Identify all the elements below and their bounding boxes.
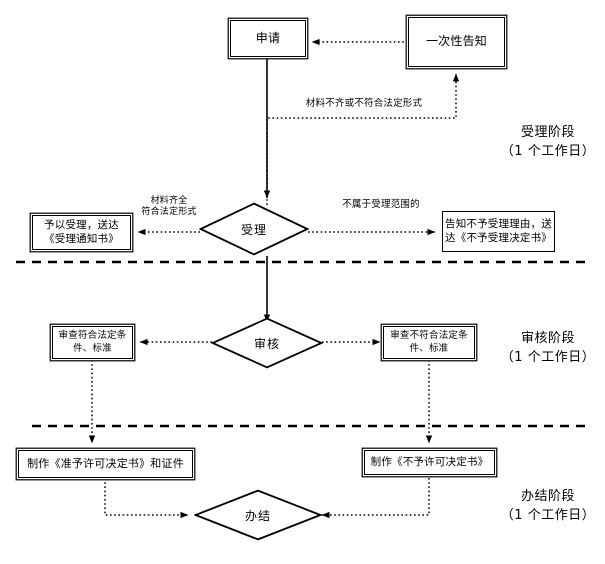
edge-approval-to-finish xyxy=(104,478,189,519)
node-accept-no-label: 告知不予受理理由，送 达《不予受理决定书》 xyxy=(445,218,552,244)
edge-label-incomplete-materials: 材料不齐或不符合法定形式 xyxy=(305,98,423,109)
node-review-pass[interactable]: 审查符合法定条 件、标准 xyxy=(52,326,133,359)
stage-finish-duration: （1 个工作日） xyxy=(500,507,596,523)
node-review-fail[interactable]: 审查不符合法定条 件、标准 xyxy=(383,326,475,359)
review-diamond-shape xyxy=(210,317,324,369)
stage-label-review: 审核阶段 （1 个工作日） xyxy=(496,330,600,368)
stage-accept-name: 受理阶段 xyxy=(520,125,575,140)
node-make-rejection-label: 制作《不予许可决定书》 xyxy=(370,455,489,468)
node-accept-yes-label: 予以受理，送达 《受理通知书》 xyxy=(44,219,119,245)
node-review-decision[interactable]: 审核 xyxy=(210,317,324,369)
node-review-pass-label: 审查符合法定条 件、标准 xyxy=(58,330,127,354)
stage-finish-name: 办结阶段 xyxy=(520,489,575,504)
node-apply[interactable]: 申请 xyxy=(230,20,306,57)
finish-diamond-shape xyxy=(193,489,323,541)
node-review-decision-label: 审核 xyxy=(253,336,280,351)
stage-review-name: 审核阶段 xyxy=(520,331,575,346)
node-one-time-notice-label: 一次性告知 xyxy=(425,34,487,49)
node-accept-yes[interactable]: 予以受理，送达 《受理通知书》 xyxy=(32,215,131,250)
edge-rejection-to-finish xyxy=(321,478,430,519)
node-accept-decision[interactable]: 受理 xyxy=(198,202,310,256)
accept-diamond-shape xyxy=(198,202,310,256)
node-make-approval[interactable]: 制作《准予许可决定书》和证件 xyxy=(18,450,193,478)
node-apply-label: 申请 xyxy=(255,30,281,45)
node-make-rejection[interactable]: 制作《不予许可决定书》 xyxy=(364,450,495,475)
node-accept-decision-label: 受理 xyxy=(240,222,267,237)
edge-label-out-of-scope: 不属于受理范围的 xyxy=(342,199,420,210)
node-accept-no[interactable]: 告知不予受理理由，送 达《不予受理决定书》 xyxy=(442,211,555,252)
stage-label-finish: 办结阶段 （1 个工作日） xyxy=(496,488,600,526)
edge-accept-to-notice xyxy=(266,73,460,205)
stage-label-accept: 受理阶段 （1 个工作日） xyxy=(496,124,600,162)
node-finish[interactable]: 办结 xyxy=(193,489,323,541)
edge-label-materials-complete: 材料齐全 符合法定形式 xyxy=(141,196,197,218)
node-finish-label: 办结 xyxy=(244,508,271,523)
node-one-time-notice[interactable]: 一次性告知 xyxy=(408,17,505,67)
node-review-fail-label: 审查不符合法定条 件、标准 xyxy=(390,330,468,354)
node-make-approval-label: 制作《准予许可决定书》和证件 xyxy=(27,456,184,470)
stage-review-duration: （1 个工作日） xyxy=(500,349,596,365)
stage-accept-duration: （1 个工作日） xyxy=(500,143,596,159)
